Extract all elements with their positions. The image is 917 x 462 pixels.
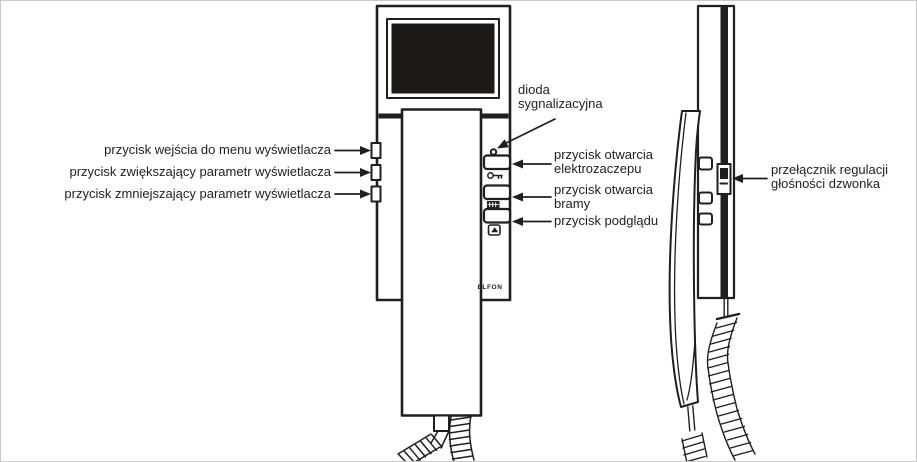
handset-side xyxy=(668,110,701,408)
volume-label-line1: przełącznik regulacji xyxy=(771,162,889,177)
side-wall-bar xyxy=(720,7,728,297)
handset-cord-side xyxy=(681,405,708,461)
gate-open-button-side xyxy=(698,191,713,205)
gate-label-line2: bramy xyxy=(554,196,591,211)
volume-label: przełącznik regulacji głośności dzwonka xyxy=(771,163,888,191)
gate-icon xyxy=(487,201,500,208)
increase-button-label: przycisk zwiększający parametr wyświetla… xyxy=(69,164,331,179)
decrease-arrow xyxy=(334,189,371,199)
menu-button-label: przycisk wejścia do menu wyświetlacza xyxy=(104,142,331,157)
strike-label-line2: elektrozaczepu xyxy=(554,161,642,176)
strike-open-button-side xyxy=(698,156,713,171)
led-arrow xyxy=(497,118,556,149)
side-view xyxy=(668,4,756,461)
strike-arrow xyxy=(512,159,552,169)
callout-arrows xyxy=(334,118,768,226)
preview-arrow xyxy=(512,217,552,226)
preview-button xyxy=(482,207,512,224)
preview-button-side xyxy=(698,212,713,226)
gate-label: przycisk otwarcia bramy xyxy=(554,183,653,211)
brand-logo: ELFON xyxy=(477,284,503,291)
volume-label-line2: głośności dzwonka xyxy=(771,176,881,191)
decrease-button xyxy=(370,185,382,203)
volume-arrow xyxy=(732,174,768,183)
front-view xyxy=(370,4,512,461)
led-label-line1: dioda xyxy=(518,82,550,97)
gate-arrow xyxy=(512,192,552,202)
signal-led xyxy=(489,148,498,156)
volume-switch xyxy=(716,163,732,195)
led-label: dioda sygnalizacyjna xyxy=(518,83,603,111)
led-label-line2: sygnalizacyjna xyxy=(518,96,603,111)
monitor-cord-side xyxy=(706,297,756,461)
monitor-side-panel xyxy=(696,4,736,300)
gate-open-button xyxy=(482,184,512,201)
strike-label-line1: przycisk otwarcia xyxy=(554,147,653,162)
handset-front xyxy=(400,108,483,417)
preview-icon xyxy=(487,224,501,236)
monitor-cord-front xyxy=(448,414,475,461)
increase-arrow xyxy=(334,168,371,177)
decrease-button-label: przycisk zmniejszający parametr wyświetl… xyxy=(64,186,331,201)
menu-button xyxy=(370,142,382,159)
key-icon xyxy=(487,172,503,180)
gate-label-line1: przycisk otwarcia xyxy=(554,182,653,197)
strike-label: przycisk otwarcia elektrozaczepu xyxy=(554,148,653,176)
menu-arrow xyxy=(334,146,371,155)
cord-connector-front xyxy=(433,414,450,432)
increase-button xyxy=(370,164,382,181)
handset-cord-front xyxy=(397,430,450,461)
preview-label: przycisk podglądu xyxy=(554,213,659,228)
screen xyxy=(391,23,495,94)
strike-open-button xyxy=(482,154,512,171)
